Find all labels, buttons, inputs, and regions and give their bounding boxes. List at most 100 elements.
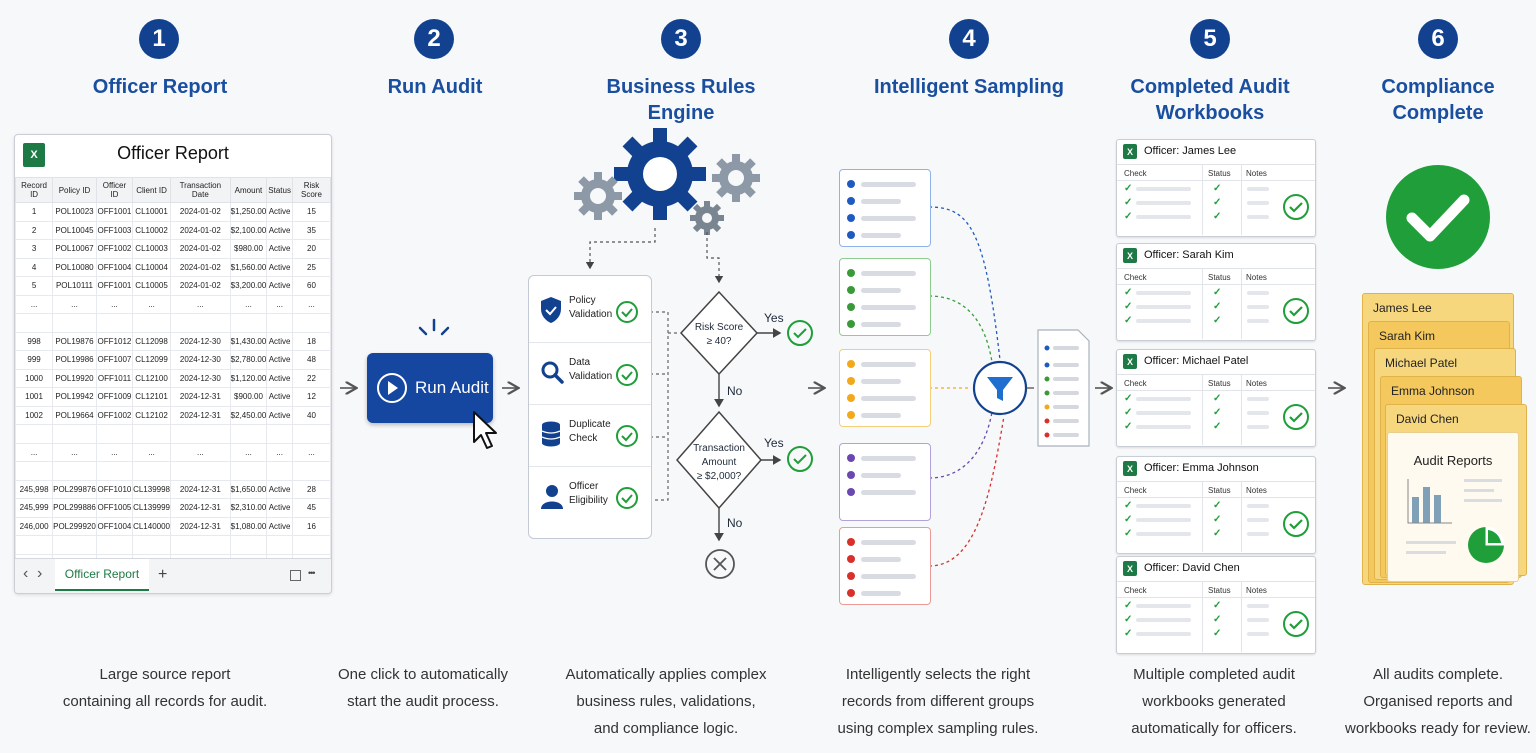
sample-group-1: [839, 169, 931, 247]
rule-data-validation: Data Validation: [529, 342, 651, 405]
step-2-title: Run Audit: [387, 76, 483, 98]
table-cell: ...: [132, 294, 171, 314]
sheet-tab-bar: ‹ › Officer Report + •••: [15, 558, 331, 593]
step-1-number: 1: [139, 19, 179, 59]
col-status: Status: [1208, 379, 1231, 388]
prev-sheet-icon[interactable]: ‹: [23, 565, 29, 582]
check-icon: ✓: [1124, 500, 1133, 511]
click-burst-icon: [414, 318, 454, 340]
check-icon: ✓: [1124, 514, 1133, 525]
table-cell: OFF1001: [95, 202, 134, 222]
check-icon: ✓: [1124, 393, 1133, 404]
table-cell: 2024-01-02: [170, 202, 231, 222]
step-3-number: 3: [661, 19, 701, 59]
record-bar: [861, 574, 916, 579]
record-dot: [847, 286, 855, 294]
reject-circle-icon: [705, 549, 735, 579]
step-2-number: 2: [414, 19, 454, 59]
excel-icon: X: [1123, 248, 1137, 263]
folder-label: Sarah Kim: [1379, 329, 1436, 343]
check-icon: ✓: [1124, 421, 1133, 432]
record-dot: [847, 303, 855, 311]
tab-officer-report[interactable]: Officer Report: [55, 559, 149, 591]
check-circle-icon: [616, 487, 638, 509]
check-icon: ✓: [1124, 211, 1133, 222]
column-header: Transaction Date: [170, 177, 231, 203]
magnifier-icon: [541, 361, 564, 384]
record-dot: [847, 555, 855, 563]
text-lines-icon: [1406, 541, 1456, 554]
table-cell: CL10002: [132, 220, 171, 240]
table-cell: 4: [15, 257, 54, 277]
check-circle-icon: [1283, 511, 1309, 537]
more-options-icon[interactable]: •••: [308, 568, 316, 578]
record-bar: [861, 379, 901, 384]
check-icon: ✓: [1124, 614, 1133, 625]
column-header: Amount: [229, 177, 268, 203]
record-bar: [861, 473, 901, 478]
excel-icon: X: [23, 143, 45, 167]
sample-group-4: [839, 443, 931, 521]
table-cell: 2: [15, 220, 54, 240]
check-icon: ✓: [1213, 301, 1222, 312]
step-4-caption: Intelligently selects the right records …: [837, 666, 1039, 737]
record-bar: [861, 396, 916, 401]
workbook-officer: Officer: David Chen: [1144, 562, 1240, 574]
col-status: Status: [1208, 486, 1231, 495]
table-cell: CL12098: [132, 331, 171, 351]
col-notes: Notes: [1246, 169, 1267, 178]
audit-reports-card: Audit Reports: [1387, 432, 1519, 582]
step-5-title: Completed Audit Workbooks: [1130, 76, 1290, 124]
table-cell: 1000: [15, 368, 54, 388]
add-sheet-button[interactable]: +: [158, 566, 168, 583]
check-circle-icon: [616, 301, 638, 323]
yes-label: Yes: [764, 436, 784, 450]
col-notes: Notes: [1246, 586, 1267, 595]
table-row: [15, 461, 331, 481]
gears-icon: [574, 128, 760, 235]
sample-group-5: [839, 527, 931, 605]
run-audit-button[interactable]: Run Audit: [367, 353, 493, 423]
table-cell: OFF1003: [95, 220, 134, 240]
column-header: Record ID: [15, 177, 54, 203]
step-5-caption: Multiple completed audit workbooks gener…: [1131, 666, 1297, 737]
yes-label: Yes: [764, 311, 784, 325]
check-icon: ✓: [1213, 407, 1222, 418]
check-circle-icon: [616, 425, 638, 447]
check-icon: ✓: [1213, 287, 1222, 298]
excel-icon: X: [1123, 354, 1137, 369]
col-check: Check: [1124, 273, 1147, 282]
record-dot: [847, 471, 855, 479]
next-sheet-icon[interactable]: ›: [37, 565, 43, 582]
table-cell: $2,100.00: [229, 220, 268, 240]
table-cell: OFF1005: [95, 498, 134, 518]
excel-icon: X: [1123, 144, 1137, 159]
check-circle-icon: [1283, 611, 1309, 637]
page-view-icon[interactable]: [290, 570, 301, 581]
step-5-number: 5: [1190, 19, 1230, 59]
cursor-icon: [470, 410, 500, 457]
table-cell: CL10001: [132, 202, 171, 222]
check-icon: ✓: [1213, 514, 1222, 525]
excel-icon: X: [1123, 461, 1137, 476]
record-bar: [861, 199, 901, 204]
folder-label: James Lee: [1373, 301, 1432, 315]
filter-icon: [972, 360, 1028, 416]
col-status: Status: [1208, 169, 1231, 178]
check-icon: ✓: [1213, 628, 1222, 639]
bar-chart-icon: [1407, 479, 1452, 524]
col-notes: Notes: [1246, 273, 1267, 282]
check-icon: ✓: [1213, 197, 1222, 208]
